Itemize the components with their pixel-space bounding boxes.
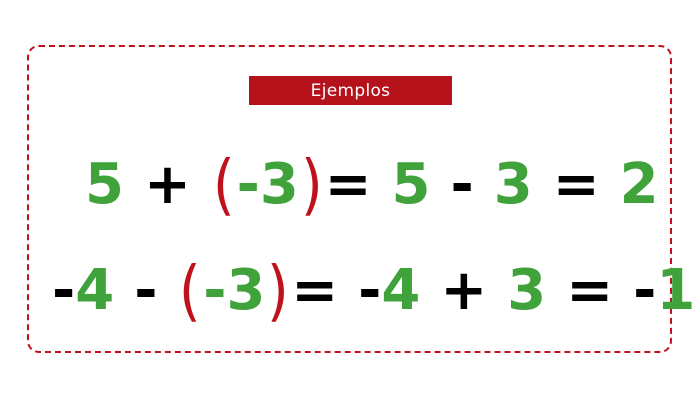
close-parenthesis: ) <box>300 146 323 223</box>
example-frame <box>27 45 672 353</box>
equals-sign: = <box>291 258 339 323</box>
number: 4 <box>381 258 421 323</box>
number: 3 <box>493 152 533 217</box>
negative-sign: - <box>358 258 382 323</box>
equation-2: - 4 - ( - 3 ) = - 4 + 3 = - 1 <box>52 258 695 324</box>
negative-sign: - <box>633 258 657 323</box>
result-number: 2 <box>619 152 659 217</box>
plus-operator: + <box>143 152 191 217</box>
title-label: Ejemplos <box>310 80 391 101</box>
open-parenthesis: ( <box>179 252 202 329</box>
negative-sign: - <box>236 152 260 217</box>
title-badge: Ejemplos <box>249 76 452 105</box>
equation-1: 5 + ( - 3 ) = 5 - 3 = 2 <box>85 152 659 218</box>
open-parenthesis: ( <box>212 146 235 223</box>
equals-sign: = <box>324 152 372 217</box>
result-number: 1 <box>656 258 696 323</box>
negative-sign: - <box>203 258 227 323</box>
number: 3 <box>507 258 547 323</box>
number: 4 <box>75 258 115 323</box>
number: 3 <box>259 152 299 217</box>
number: 5 <box>85 152 124 217</box>
plus-operator: + <box>440 258 488 323</box>
equals-sign: = <box>552 152 600 217</box>
close-parenthesis: ) <box>267 252 290 329</box>
minus-operator: - <box>450 152 474 217</box>
number: 3 <box>226 258 266 323</box>
equals-sign: = <box>566 258 614 323</box>
number: 5 <box>391 152 431 217</box>
minus-operator: - <box>134 258 158 323</box>
negative-sign: - <box>52 258 76 323</box>
